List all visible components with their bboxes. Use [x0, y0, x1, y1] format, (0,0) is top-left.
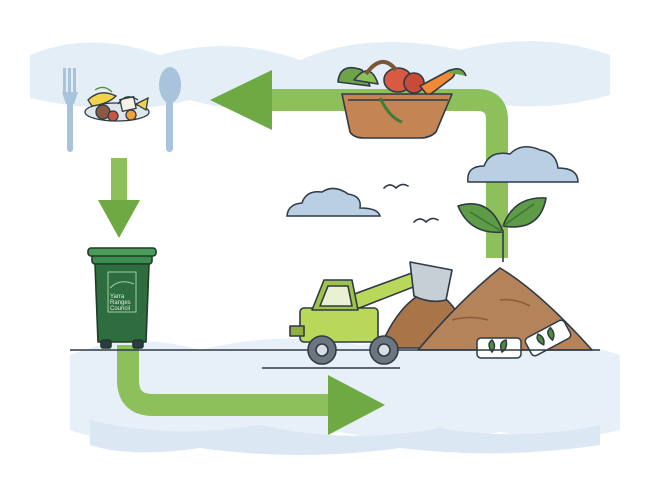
food-scraps-icon: [84, 86, 150, 122]
leaf-badges: [476, 319, 572, 359]
arrow-shaft-down: [111, 158, 127, 203]
bird-icon: [383, 183, 409, 190]
bin-label-line-1: Yarra: [110, 294, 125, 300]
ground-glow-lower: [90, 420, 600, 455]
arrow-return-path: [270, 89, 508, 258]
arrow-head-down: [98, 200, 140, 238]
compost-bin-icon: Yarra Ranges Council: [87, 247, 157, 349]
leaf-badge-icon: [524, 319, 572, 357]
loader-body: [299, 307, 379, 343]
clouds: [286, 146, 579, 217]
loader-window: [319, 285, 353, 307]
meal-scene: [62, 67, 181, 152]
telehandler-icon: [289, 261, 453, 365]
seedling-icon: [457, 197, 547, 262]
spoon-icon: [159, 67, 181, 152]
arrow-head-left: [210, 70, 272, 130]
vegetable-basket-icon: [337, 60, 467, 139]
loader-bucket: [409, 261, 453, 303]
fork-icon: [62, 68, 78, 152]
cloud-right: [467, 146, 579, 183]
arrow-outgoing-path: [117, 345, 330, 416]
arrow-head-right: [328, 375, 385, 435]
bird-icon: [413, 217, 439, 224]
bin-label-line-3: Council: [110, 306, 130, 312]
cloud-middle: [286, 187, 381, 217]
leaf-badge-icon: [476, 337, 522, 359]
flow-arrows: [98, 70, 508, 435]
birds: [383, 183, 439, 224]
bin-label-line-2: Ranges: [110, 300, 131, 306]
